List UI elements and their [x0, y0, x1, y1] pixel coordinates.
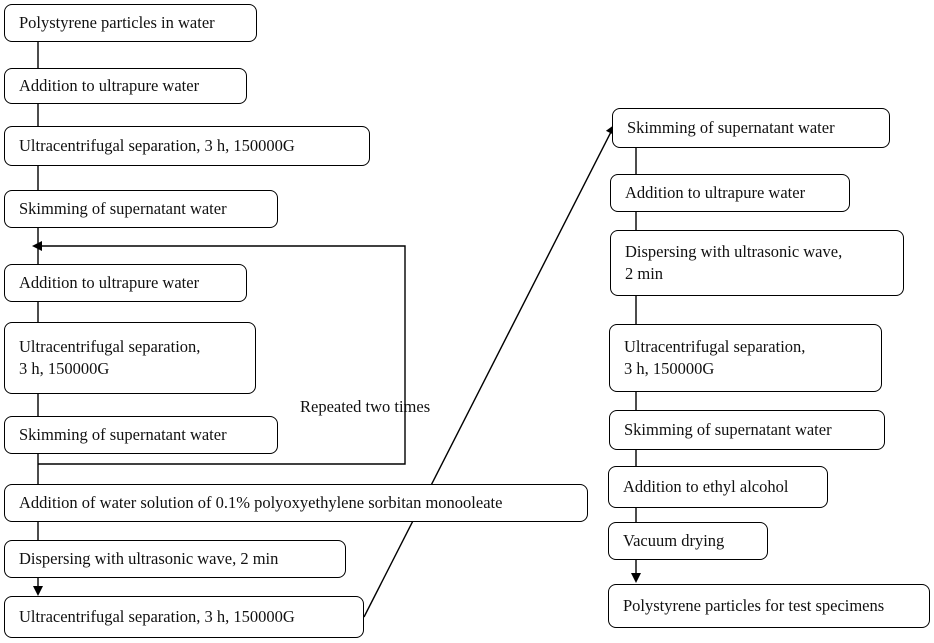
step-polystyrene-in-water: Polystyrene particles in water [4, 4, 257, 42]
step-polystyrene-test-specimens: Polystyrene particles for test specimens [608, 584, 930, 628]
step-dispersing-ultrasonic-2: Dispersing with ultrasonic wave, 2 min [610, 230, 904, 296]
step-addition-ultrapure-water-3: Addition to ultrapure water [610, 174, 850, 212]
step-vacuum-drying: Vacuum drying [608, 522, 768, 560]
step-ultracentrifugal-separation-4: Ultracentrifugal separation, 3 h, 150000… [609, 324, 882, 392]
step-ultracentrifugal-separation-3: Ultracentrifugal separation, 3 h, 150000… [4, 596, 364, 638]
repeat-loop-line [32, 241, 406, 465]
step-addition-ultrapure-water-1: Addition to ultrapure water [4, 68, 247, 104]
connector-to-right-column [363, 124, 615, 618]
step-skimming-supernatant-4: Skimming of supernatant water [609, 410, 885, 450]
step-addition-ethyl-alcohol: Addition to ethyl alcohol [608, 466, 828, 508]
step-skimming-supernatant-2: Skimming of supernatant water [4, 416, 278, 454]
step-skimming-supernatant-1: Skimming of supernatant water [4, 190, 278, 228]
step-addition-ultrapure-water-2: Addition to ultrapure water [4, 264, 247, 302]
step-skimming-supernatant-3: Skimming of supernatant water [612, 108, 890, 148]
step-ultracentrifugal-separation-2: Ultracentrifugal separation, 3 h, 150000… [4, 322, 256, 394]
step-addition-polyoxyethylene-solution: Addition of water solution of 0.1% polyo… [4, 484, 588, 522]
step-ultracentrifugal-separation-1: Ultracentrifugal separation, 3 h, 150000… [4, 126, 370, 166]
loop-label: Repeated two times [300, 397, 431, 416]
step-dispersing-ultrasonic-1: Dispersing with ultrasonic wave, 2 min [4, 540, 346, 578]
